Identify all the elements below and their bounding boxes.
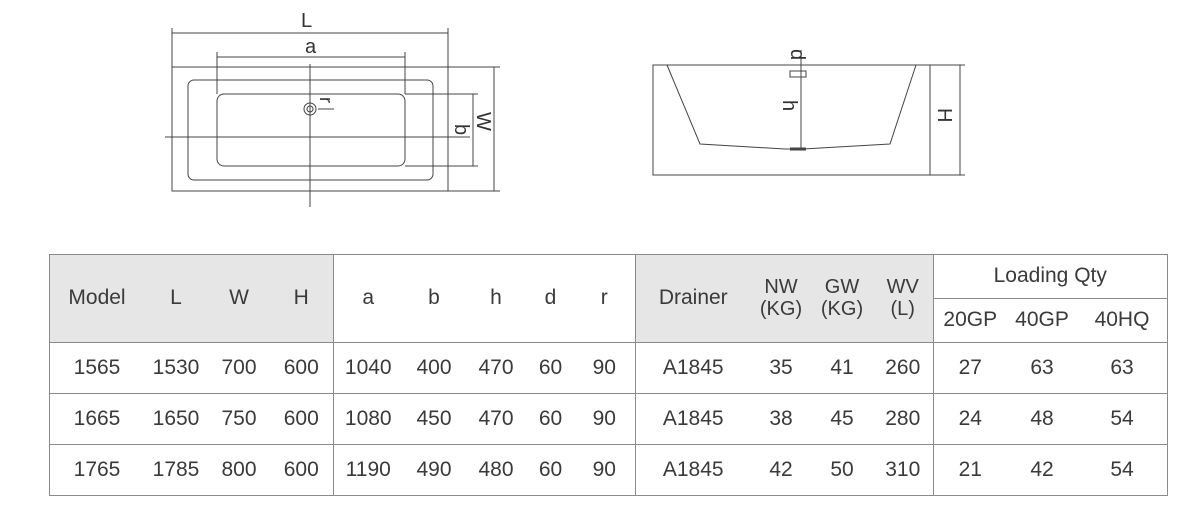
header-L: L	[144, 255, 208, 342]
cell-h: 480	[465, 443, 527, 495]
cell-20gp: 24	[932, 392, 1007, 444]
table-row: 1565 1530 700 600 1040 400 470 60 90 A18…	[50, 341, 1167, 393]
header-loading-qty: Loading Qty	[932, 255, 1167, 298]
cell-a: 1040	[332, 341, 403, 393]
cell-h: 470	[465, 392, 527, 444]
cell-b: 490	[403, 443, 465, 495]
dim-W-label: W	[472, 112, 494, 131]
header-40hq: 40HQ	[1077, 297, 1167, 342]
cell-b: 450	[403, 392, 465, 444]
dim-H-label: H	[933, 108, 955, 122]
cell-a: 1190	[332, 443, 403, 495]
header-20gp: 20GP	[932, 297, 1007, 342]
cell-L: 1785	[144, 443, 208, 495]
cell-40hq: 54	[1077, 392, 1167, 444]
side-view	[652, 50, 965, 176]
cell-20gp: 27	[932, 341, 1007, 393]
cell-r: 90	[574, 443, 635, 495]
header-40gp: 40GP	[1007, 297, 1077, 342]
cell-r: 90	[574, 392, 635, 444]
cell-wv: 310	[873, 443, 933, 495]
cell-40hq: 54	[1077, 443, 1167, 495]
header-wv: WV (L)	[873, 255, 933, 342]
cell-L: 1530	[144, 341, 208, 393]
cell-model: 1765	[50, 443, 144, 495]
cell-b: 400	[403, 341, 465, 393]
header-h: h	[490, 286, 502, 310]
cell-L: 1650	[144, 392, 208, 444]
table-row: 1765 1785 800 600 1190 490 480 60 90 A18…	[50, 443, 1167, 495]
dim-r-label: r	[316, 97, 336, 103]
cell-nw: 38	[751, 392, 811, 444]
cell-gw: 41	[811, 341, 873, 393]
header-drainer: Drainer	[634, 255, 751, 342]
dim-b-label: b	[450, 124, 472, 135]
cell-40gp: 42	[1007, 443, 1077, 495]
header-nw-unit: (KG)	[759, 298, 803, 321]
cell-drainer: A1845	[634, 443, 751, 495]
cell-d: 60	[527, 392, 574, 444]
header-gw-unit: (KG)	[820, 298, 864, 321]
cell-H: 600	[270, 443, 333, 495]
cell-nw: 42	[751, 443, 811, 495]
cell-r: 90	[574, 341, 635, 393]
header-r: r	[600, 286, 608, 310]
cell-drainer: A1845	[634, 341, 751, 393]
cell-a: 1080	[332, 392, 403, 444]
header-d: d	[544, 286, 557, 310]
spec-table: Model L W H a b h d r Drainer NW (KG) GW…	[49, 254, 1168, 496]
header-nw-title: NW	[764, 276, 798, 299]
cell-nw: 35	[751, 341, 811, 393]
top-view	[165, 28, 500, 207]
table-row: 1665 1650 750 600 1080 450 470 60 90 A18…	[50, 392, 1167, 444]
cell-gw: 50	[811, 443, 873, 495]
cell-40hq: 63	[1077, 341, 1167, 393]
cell-W: 800	[208, 443, 270, 495]
header-gw-title: GW	[824, 276, 860, 299]
cell-d: 60	[527, 443, 574, 495]
bathtub-technical-drawing: L a r b W d h H	[165, 10, 965, 207]
header-gw: GW (KG)	[811, 255, 873, 342]
cell-H: 600	[270, 392, 333, 444]
header-wv-unit: (L)	[890, 298, 915, 321]
dim-L-label: L	[301, 10, 312, 32]
cell-wv: 260	[873, 341, 933, 393]
cell-model: 1665	[50, 392, 144, 444]
cell-h: 470	[465, 341, 527, 393]
cell-wv: 280	[873, 392, 933, 444]
dim-h-label: h	[778, 100, 800, 111]
cell-H: 600	[270, 341, 333, 393]
cell-model: 1565	[50, 341, 144, 393]
header-b: b	[428, 286, 440, 310]
cell-40gp: 63	[1007, 341, 1077, 393]
cell-W: 700	[208, 341, 270, 393]
cell-drainer: A1845	[634, 392, 751, 444]
header-wv-title: WV	[886, 276, 919, 299]
header-nw: NW (KG)	[751, 255, 811, 342]
cell-d: 60	[527, 341, 574, 393]
dim-a-label: a	[305, 36, 317, 58]
cell-gw: 45	[811, 392, 873, 444]
cell-20gp: 21	[932, 443, 1007, 495]
header-W: W	[208, 255, 270, 342]
cell-40gp: 48	[1007, 392, 1077, 444]
header-H: H	[270, 255, 333, 342]
header-a: a	[332, 255, 403, 342]
cell-W: 750	[208, 392, 270, 444]
header-model: Model	[50, 255, 144, 342]
dim-d-label: d	[786, 49, 808, 60]
